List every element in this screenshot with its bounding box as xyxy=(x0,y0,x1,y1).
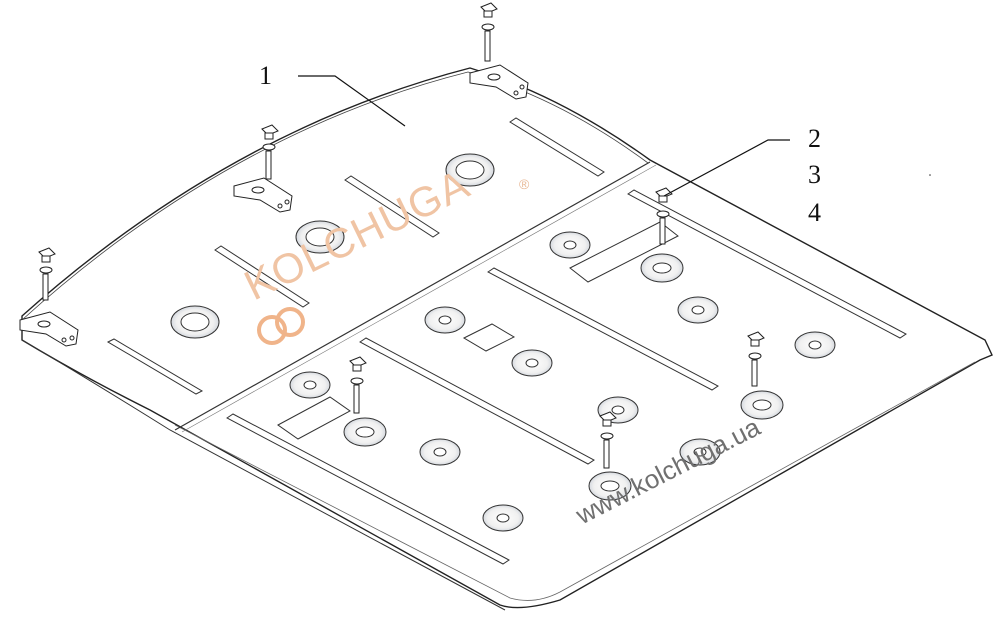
watermark-registered-mark: ® xyxy=(519,176,530,192)
callout-1: 1 xyxy=(259,61,272,90)
callout-3: 3 xyxy=(808,160,821,189)
clip-nut-sockets xyxy=(343,253,784,501)
callout-2: 2 xyxy=(808,124,821,153)
mounting-dimples xyxy=(289,231,836,532)
mounting-brackets xyxy=(19,64,529,347)
callout-leaders xyxy=(298,75,790,197)
drain-dimples xyxy=(170,153,495,339)
access-cutouts xyxy=(277,221,679,440)
callout-4: 4 xyxy=(808,198,821,227)
fastener-sets xyxy=(38,2,765,469)
stiffening-ribs xyxy=(106,117,907,565)
kolchuga-logo-mark xyxy=(257,307,305,345)
panel-seam xyxy=(174,161,651,431)
